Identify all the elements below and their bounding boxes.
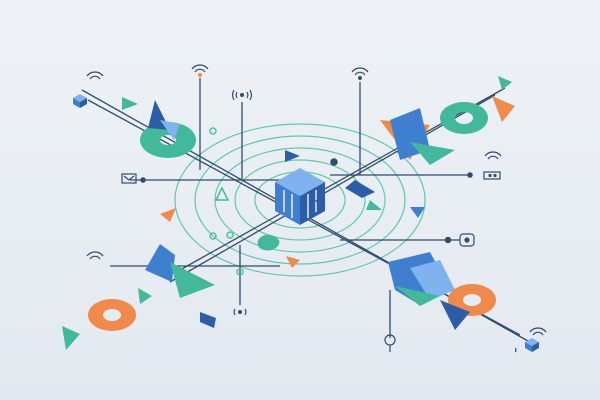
router-device-icon — [121, 171, 501, 352]
signal-rings — [174, 123, 426, 277]
scattered-triangles — [214, 150, 425, 218]
bottom-right-cluster — [388, 252, 496, 330]
teal-blob — [257, 234, 280, 251]
top-right-cluster — [345, 76, 515, 210]
line-nodes — [140, 127, 473, 276]
wifi-signal-icon — [86, 64, 547, 353]
bottom-left-cluster — [62, 208, 300, 350]
top-left-cluster — [122, 97, 196, 158]
isometric-cube-icon — [275, 168, 325, 225]
network-node-icon — [73, 94, 539, 352]
